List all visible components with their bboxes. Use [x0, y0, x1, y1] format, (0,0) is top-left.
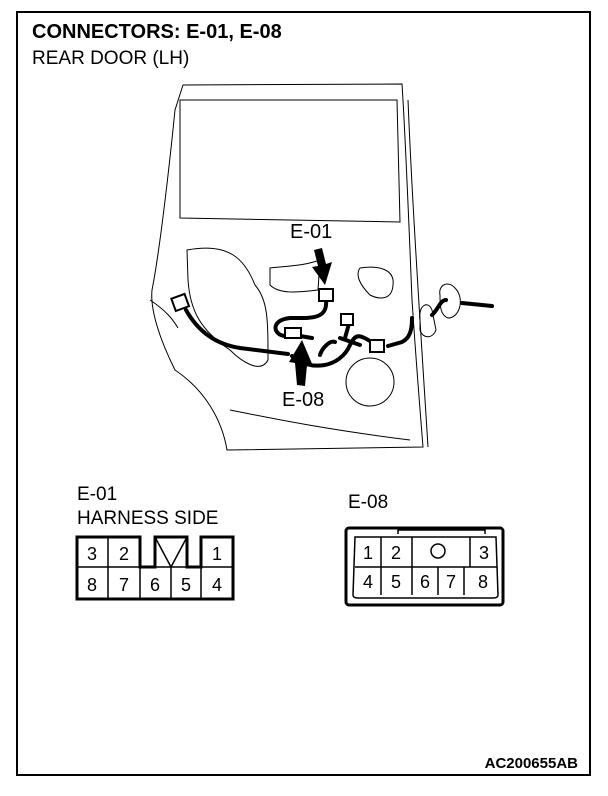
- connector-e08-name: E-08: [348, 492, 388, 513]
- e08-key-circle-icon: [430, 543, 446, 559]
- e08-pin: 4: [363, 572, 373, 592]
- callout-e08-label: E-08: [282, 389, 324, 411]
- e08-pin: 3: [479, 543, 489, 563]
- e08-pin: 5: [391, 572, 401, 592]
- e08-pin: 7: [446, 572, 456, 592]
- e01-pin: 6: [150, 575, 160, 595]
- e08-pin: 6: [420, 572, 430, 592]
- connector-e08: E-08 1 2 3 4 5 6 7 8: [344, 492, 505, 607]
- rear-door-illustration: [149, 83, 429, 451]
- connector-e01-side: HARNESS SIDE: [77, 508, 218, 529]
- callout-e08-arrow: [289, 340, 313, 386]
- page-title: CONNECTORS: E-01, E-08: [32, 21, 282, 43]
- callout-e01-label: E-01: [290, 221, 332, 243]
- e01-pin: 5: [181, 575, 191, 595]
- e01-pin: 3: [87, 544, 97, 564]
- connector-e01-name: E-01: [77, 484, 117, 505]
- e01-pin: 7: [119, 575, 129, 595]
- wiring-harness: [184, 283, 494, 368]
- door-connector-e01: [318, 288, 334, 302]
- door-connector-upper: [340, 313, 354, 326]
- e08-pin: 1: [363, 543, 373, 563]
- connector-e01: E-01 HARNESS SIDE 3 2 1 8 7 6 5 4: [75, 484, 235, 601]
- frame-border: [16, 11, 591, 776]
- e08-pin: 2: [391, 543, 401, 563]
- figure-code: AC200655AB: [485, 755, 579, 772]
- callout-e01-arrow: [312, 248, 332, 285]
- door-connector-right: [369, 339, 385, 353]
- e08-pin: 8: [478, 572, 488, 592]
- door-connector-left: [170, 292, 191, 313]
- e01-pin: 8: [87, 575, 97, 595]
- e01-pin: 2: [119, 544, 129, 564]
- e01-pin: 1: [212, 544, 222, 564]
- door-connector-e08: [284, 327, 302, 339]
- e01-pin: 4: [212, 575, 222, 595]
- page-subtitle: REAR DOOR (LH): [32, 48, 189, 69]
